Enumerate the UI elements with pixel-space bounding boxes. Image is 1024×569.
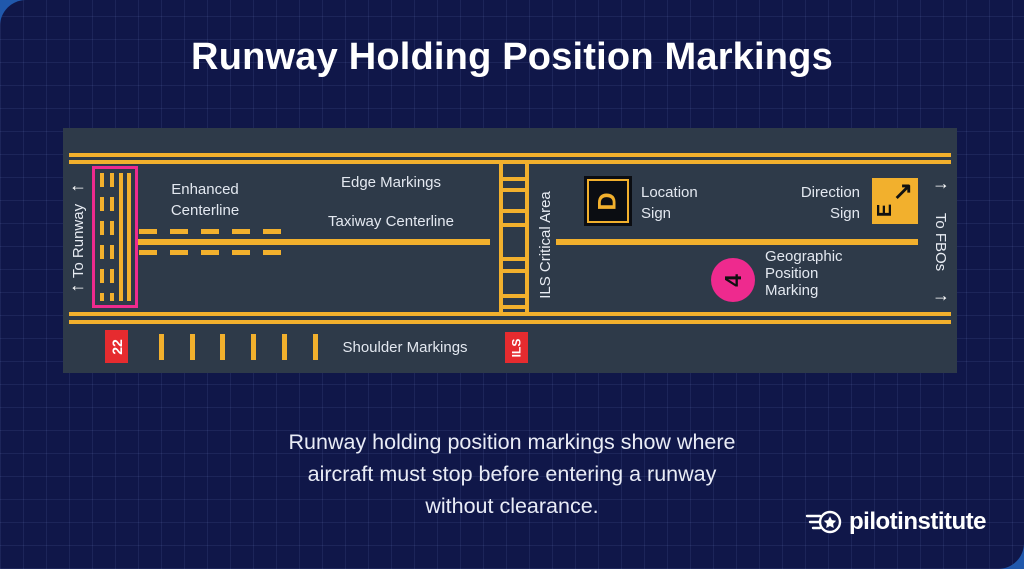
ils-ladder-rung: [499, 177, 529, 181]
ils-ladder-rung: [499, 294, 529, 298]
shoulder-marking-bar: [282, 334, 287, 360]
arrow-left-icon: ←: [69, 275, 87, 295]
ils-ladder-rung: [499, 269, 529, 273]
holding-dashed-line: [110, 173, 114, 301]
ils-ladder-rung: [499, 209, 529, 213]
enhanced-centerline-dashes-lower: [139, 250, 285, 255]
shoulder-marking-bar: [251, 334, 256, 360]
arrow-right-icon: →: [932, 173, 950, 193]
enhanced-centerline-dashes-upper: [139, 229, 285, 234]
location-sign-letter: D: [593, 191, 622, 211]
ils-ladder-rail: [499, 164, 503, 312]
geographic-position-label: Geographic Position Marking: [765, 248, 843, 299]
geographic-position-number: 4: [719, 273, 746, 287]
pilotinstitute-logo: pilotinstitute: [804, 507, 986, 537]
page-title: Runway Holding Position Markings: [191, 36, 833, 78]
edge-markings-label: Edge Markings: [340, 174, 442, 191]
ils-sign-text: ILS: [509, 338, 524, 357]
ils-ladder-rung: [499, 188, 529, 192]
shoulder-markings-label: Shoulder Markings: [342, 339, 468, 356]
holding-solid-line: [127, 173, 131, 301]
direction-sign-letter: E: [874, 203, 897, 218]
location-sign-label: Location Sign: [641, 184, 698, 222]
enhanced-centerline-label: Enhanced Centerline: [170, 181, 240, 219]
edge-marking-line-bottom-1: [69, 312, 951, 316]
ils-ladder-rung: [499, 223, 529, 227]
edge-marking-line-bottom-2: [69, 320, 951, 324]
taxiway-centerline-label: Taxiway Centerline: [328, 213, 454, 230]
taxiway-diagram: ← To Runway ← Enhanced Centerline Edge M…: [63, 128, 957, 373]
shoulder-marking-bar: [313, 334, 318, 360]
holding-solid-line: [119, 173, 123, 301]
holding-dashed-line: [100, 173, 104, 301]
geographic-position-marking: 4: [711, 258, 755, 302]
location-sign: D: [584, 176, 632, 226]
ils-critical-area-label: ILS Critical Area: [537, 191, 554, 299]
to-fbos-label: To FBOs: [932, 212, 949, 272]
edge-marking-line-top-2: [69, 160, 951, 164]
winged-star-icon: [805, 510, 842, 534]
edge-marking-line-top-1: [69, 153, 951, 157]
ils-ladder-rung: [499, 257, 529, 261]
location-sign-border: D: [587, 179, 629, 223]
direction-sign-label: Direction Sign: [800, 184, 860, 222]
taxiway-centerline-right: [556, 239, 918, 245]
ils-ladder-rail: [525, 164, 529, 312]
arrow-right-icon: →: [932, 285, 950, 305]
shoulder-marking-bar: [190, 334, 195, 360]
ils-ladder-rung: [499, 305, 529, 309]
arrow-left-icon: ←: [69, 175, 87, 195]
caption-text: Runway holding position markings show wh…: [288, 430, 736, 518]
holding-position-marking-box: [92, 166, 138, 308]
logo-wordmark: pilotinstitute: [849, 508, 986, 535]
direction-sign: ↗ E: [872, 178, 918, 224]
taxiway-centerline-left: [138, 239, 490, 245]
runway-number-sign: 22: [105, 330, 128, 363]
runway-number: 22: [108, 338, 125, 355]
shoulder-marking-bar: [159, 334, 164, 360]
shoulder-marking-bar: [220, 334, 225, 360]
arrow-northeast-icon: ↗: [892, 178, 913, 205]
ils-sign: ILS: [505, 332, 528, 363]
